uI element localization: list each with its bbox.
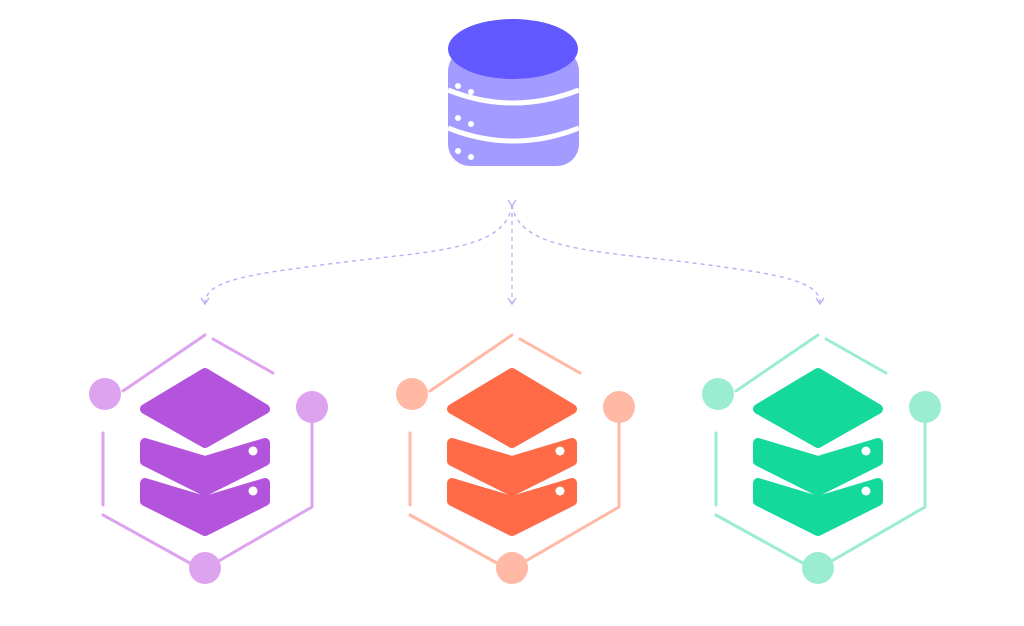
stack-led-dot — [555, 446, 565, 456]
db-divider-1 — [447, 87, 580, 106]
hex-frame-segment — [734, 333, 820, 393]
db-dot — [455, 148, 461, 154]
stack-top-layer — [447, 368, 577, 448]
server-nodes — [89, 333, 941, 584]
server-node-orange — [396, 333, 635, 584]
db-dots — [455, 83, 474, 160]
stack-bottom-layer — [447, 478, 577, 536]
server-stack-icon — [447, 368, 577, 536]
hex-frame-segment — [408, 513, 506, 569]
arrow-middle — [507, 297, 517, 306]
hex-frame-segment — [824, 337, 888, 375]
hex-frame-segment — [101, 513, 199, 569]
stack-bottom-layer — [753, 478, 883, 536]
frame-node — [189, 552, 221, 584]
db-dot — [468, 154, 474, 160]
frame-node — [296, 391, 328, 423]
server-stack-icon — [753, 368, 883, 536]
db-dot — [468, 89, 474, 95]
hex-frame-segment — [121, 333, 207, 393]
hex-frame — [714, 333, 927, 571]
stack-led-dot — [248, 486, 258, 496]
connector-left — [204, 204, 513, 303]
db-divider-top-fill — [448, 90, 579, 96]
hex-frame-segment — [518, 337, 582, 375]
frame-node — [496, 552, 528, 584]
database-icon — [447, 19, 580, 166]
hex-frame — [101, 333, 314, 571]
stack-led-dot — [861, 486, 871, 496]
server-node-purple — [89, 333, 328, 584]
connector-right — [511, 204, 821, 303]
server-stack-icon — [140, 368, 270, 536]
hex-frame-segment — [510, 505, 621, 571]
arrow-top — [507, 199, 517, 208]
hex-frame-segment — [211, 337, 275, 375]
frame-node — [396, 378, 428, 410]
db-dot — [455, 83, 461, 89]
stack-middle-layer — [140, 438, 270, 496]
arrow-left — [200, 297, 210, 306]
hex-frame — [408, 333, 621, 571]
hex-frame-segment — [714, 513, 812, 569]
stack-middle-layer — [753, 438, 883, 496]
connector-lines — [200, 199, 825, 306]
hex-frame-segment — [816, 505, 927, 571]
arrow-right — [815, 297, 825, 306]
frame-node — [89, 378, 121, 410]
db-top — [448, 19, 578, 79]
frame-node — [802, 552, 834, 584]
stack-bottom-layer — [140, 478, 270, 536]
stack-led-dot — [555, 486, 565, 496]
frame-node — [702, 378, 734, 410]
db-dot — [468, 121, 474, 127]
hex-frame-segment — [203, 505, 314, 571]
stack-top-layer — [140, 368, 270, 448]
frame-node — [909, 391, 941, 423]
db-dot — [455, 115, 461, 121]
stack-led-dot — [861, 446, 871, 456]
stack-top-layer — [753, 368, 883, 448]
stack-middle-layer — [447, 438, 577, 496]
hex-frame-segment — [428, 333, 514, 393]
frame-node — [603, 391, 635, 423]
stack-led-dot — [248, 446, 258, 456]
server-node-green — [702, 333, 941, 584]
db-divider-2 — [447, 125, 580, 144]
